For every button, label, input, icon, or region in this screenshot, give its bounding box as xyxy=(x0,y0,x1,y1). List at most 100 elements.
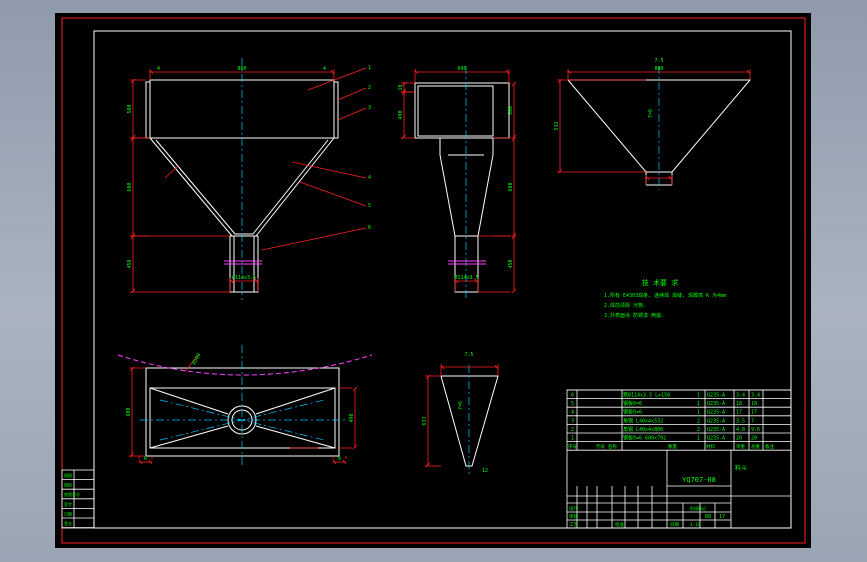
bom-material: Q235-A xyxy=(707,418,725,424)
left-strip-label: 描校 xyxy=(64,482,72,488)
side-dim-left-mid-text: 490 xyxy=(398,110,404,119)
bom-no: 2 xyxy=(571,427,574,433)
tb-scale: 1:10 xyxy=(690,522,701,528)
plan-frame xyxy=(145,367,340,457)
side-dim-bottom-text: Ø114x3.5 xyxy=(454,274,478,281)
tech-note-3: 3.外表面涂 防锈漆 两遍. xyxy=(604,312,664,319)
dev-dim-neck-tick xyxy=(645,175,650,181)
small-dim-left-tick xyxy=(425,374,431,380)
left-strip-label: 底图总号 xyxy=(64,491,80,497)
plan-dim-left-text: 600 xyxy=(126,407,132,416)
bom-name: 箢Ø114x3.5 L=150 xyxy=(623,392,670,399)
bom-w2: 17 xyxy=(751,410,757,416)
bom-name: 钢板δ=6 xyxy=(623,409,642,416)
side-dim-right-mid-tick xyxy=(511,136,517,142)
side-dim-top-tick xyxy=(505,69,510,75)
bom-no: 5 xyxy=(571,401,574,407)
bom-w1: 4.8 xyxy=(736,427,745,433)
tb-stage: 阶段标记 xyxy=(690,505,706,511)
front-flange-right xyxy=(333,81,339,139)
bom-name: 角钢 L40x4x532 xyxy=(623,417,663,424)
plan-inner xyxy=(149,387,336,449)
bom-qty: 2 xyxy=(697,427,700,433)
dev-dim-left-text: 532 xyxy=(554,121,560,130)
bom-material: Q235-A xyxy=(707,393,725,399)
bom-w1: 17 xyxy=(736,410,742,416)
dev-dim-top-text: 800 xyxy=(654,66,663,72)
front-dim-h2-text: 600 xyxy=(127,182,133,191)
plan-dim-bl-tick xyxy=(148,459,153,465)
bom-header-cell: 备注 xyxy=(765,443,774,450)
bom-w1: 3.5 xyxy=(736,418,745,424)
bom-w2: 7 xyxy=(751,418,754,424)
front-leader-num-4: 4 xyxy=(368,175,371,181)
bom-material: Q235-A xyxy=(707,427,725,433)
plan-dim-br-tick xyxy=(332,459,337,465)
side-dim-top-tick xyxy=(414,69,419,75)
plan-dim-arc: R500 xyxy=(191,352,202,365)
plan-dim-right-tick xyxy=(352,444,358,450)
bom-w2: 9.6 xyxy=(751,427,760,433)
left-strip-label: 描图 xyxy=(64,472,72,478)
dev-dim-left-tick xyxy=(557,168,563,174)
bom-w2: 20 xyxy=(751,436,757,442)
front-dim-h3-text: 450 xyxy=(127,259,133,268)
bom-w2: 3.4 xyxy=(751,393,760,399)
front-dim-h3-tick xyxy=(130,234,136,240)
bom-header-cell: 数量 xyxy=(668,443,677,450)
plan-dim-br-tick xyxy=(342,459,347,465)
side-dim-right-lower-text: 450 xyxy=(508,259,514,268)
front-dim-bottom-tick xyxy=(229,278,234,284)
small-dim-top-text: 7.5 xyxy=(464,352,473,358)
side-box xyxy=(414,82,510,139)
bom-qty: 2 xyxy=(697,418,700,424)
front-dim-h1-tick xyxy=(130,78,136,84)
side-dim-bottom-tick xyxy=(454,278,459,284)
side-dim-right-lower-tick xyxy=(511,234,517,240)
bom-qty: 1 xyxy=(697,401,700,407)
plan-dim-br-text: 6 xyxy=(338,456,341,462)
front-leader-6 xyxy=(261,227,367,251)
side-dim-left-mid-tick xyxy=(401,90,407,96)
side-dim-left-mid-tick xyxy=(401,134,407,140)
small-triangle xyxy=(440,375,499,467)
front-weld-mark xyxy=(164,165,179,179)
side-dim-top-text: 600 xyxy=(457,66,466,72)
bom-material: Q235-A xyxy=(707,401,725,407)
bom-name: 角钢 L40x4x800 xyxy=(623,426,663,433)
outer-border xyxy=(61,17,806,544)
bom-w2: 18 xyxy=(751,401,757,407)
plan-arc-leader xyxy=(184,355,198,373)
side-box-inner xyxy=(417,85,494,137)
tb-checker: 审核 xyxy=(569,513,578,520)
plan-diagonal xyxy=(255,387,336,415)
bom-material: Q235-A xyxy=(707,410,725,416)
side-dim-bottom-tick xyxy=(474,278,479,284)
bom-name: 钢板δ=6 600x792 xyxy=(623,435,666,442)
plan-diagonal xyxy=(255,425,336,449)
front-leader-2 xyxy=(337,87,367,101)
bom-no: 4 xyxy=(571,410,574,416)
bom-header-cell: 材料 xyxy=(706,443,715,450)
left-strip-label: 日期 xyxy=(64,510,72,516)
front-leader-num-3: 3 xyxy=(368,105,371,111)
left-strip-label: 签名 xyxy=(64,520,72,526)
tb-sheet: 17 xyxy=(719,514,725,520)
bom-no: 6 xyxy=(571,393,574,399)
plan-dim-bl-text: 6 xyxy=(144,456,147,462)
plan-arc xyxy=(117,354,373,376)
tb-craft: 工艺 xyxy=(569,522,578,528)
bom-qty: 1 xyxy=(697,393,700,399)
tb-approve: 批准 xyxy=(615,521,624,528)
front-dim-bottom-text: Ø114x3.5 xyxy=(232,274,256,281)
tb-weight: 88 xyxy=(705,514,711,520)
small-dim-left-text: 637 xyxy=(422,416,428,425)
small-center-label: 7=6 xyxy=(458,401,464,410)
front-leader-4 xyxy=(291,161,367,179)
bom-header-cell: 序号 xyxy=(568,443,577,450)
side-dim-right-mid-text: 600 xyxy=(508,182,514,191)
small-dim-top-tick xyxy=(494,364,499,370)
side-dim-left-upper-tick xyxy=(401,81,407,87)
